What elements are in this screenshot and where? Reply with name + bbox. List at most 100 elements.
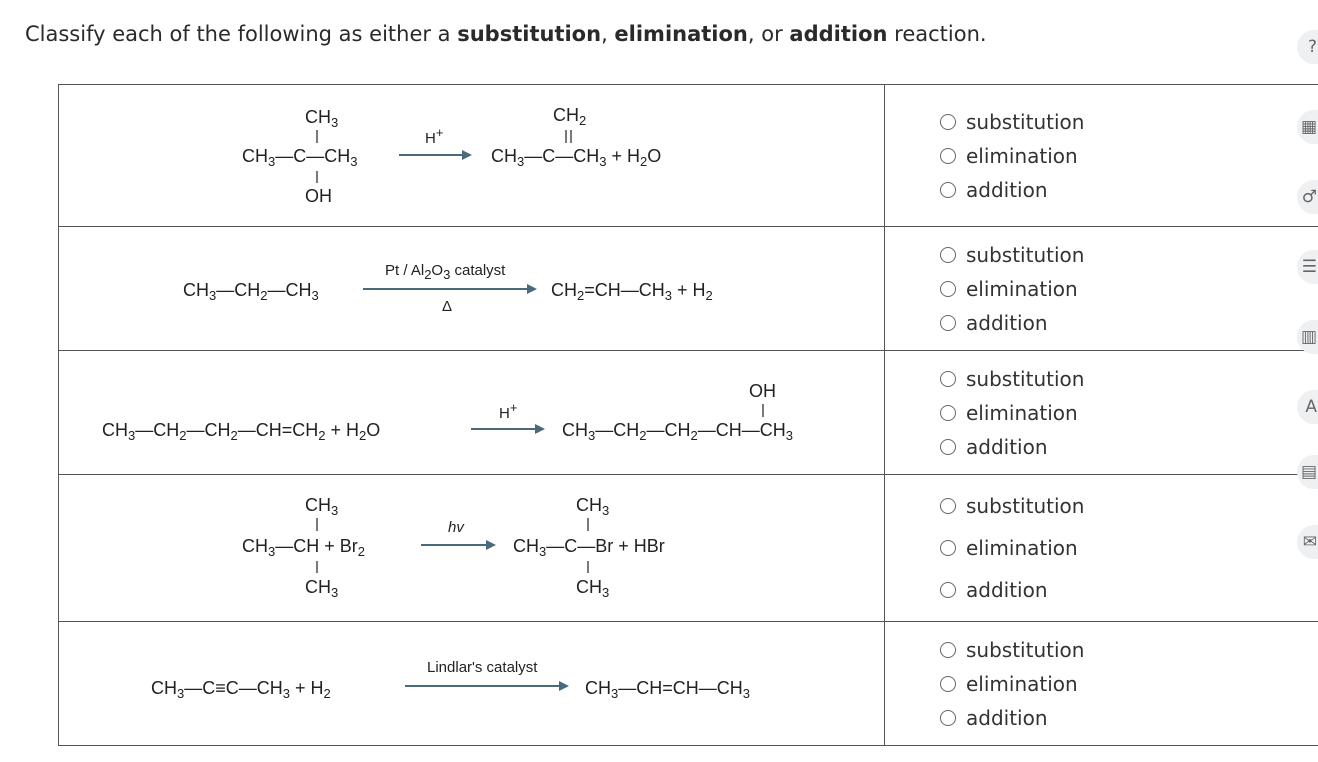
option-label: substitution: [966, 366, 1085, 391]
prompt-text: Classify each of the following as either…: [25, 22, 458, 46]
formula-text: CH3—CH=CH—CH3: [585, 678, 750, 701]
option-label: elimination: [966, 143, 1078, 168]
option-label: addition: [966, 434, 1048, 459]
formula-text: CH3—C—CH3 + H2O: [491, 146, 661, 169]
reaction-table: CH3 CH3—C—CH3 OH H+ CH2 CH3—C—CH3 + H2O …: [58, 84, 1318, 746]
tools-icon[interactable]: ♂: [1297, 180, 1318, 214]
option-substitution[interactable]: substitution: [940, 238, 1318, 272]
radio-button[interactable]: [940, 540, 956, 556]
radio-button[interactable]: [940, 181, 956, 198]
option-label: addition: [966, 177, 1048, 202]
option-label: substitution: [966, 109, 1085, 134]
reaction-cell: CH3—CH2—CH2—CH=CH2 + H2O H+ OH CH3—CH2—C…: [58, 350, 885, 475]
formula-text: CH2=CH—CH3 + H2: [551, 280, 713, 303]
prompt-term-elimination: elimination: [614, 22, 748, 46]
radio-button[interactable]: [940, 438, 956, 455]
radio-button[interactable]: [940, 709, 956, 726]
reaction-cell: CH3—CH2—CH3 Pt / Al2O3 catalyst Δ CH2=CH…: [58, 226, 885, 351]
formula-text: CH3—CH2—CH3: [183, 280, 319, 303]
formula-text: CH2: [553, 105, 586, 128]
condition-label: Pt / Al2O3 catalyst: [385, 262, 506, 282]
condition-label: hv: [448, 519, 465, 536]
formula-text: CH3: [576, 495, 609, 518]
option-substitution[interactable]: substitution: [940, 105, 1318, 139]
option-substitution[interactable]: substitution: [940, 362, 1318, 396]
radio-button[interactable]: [940, 246, 956, 263]
option-elimination[interactable]: elimination: [940, 667, 1318, 701]
option-addition[interactable]: addition: [940, 430, 1318, 464]
option-elimination[interactable]: elimination: [940, 396, 1318, 430]
radio-button[interactable]: [940, 147, 956, 164]
formula-text: OH: [749, 381, 776, 401]
question-prompt: Classify each of the following as either…: [25, 22, 987, 46]
side-toolbar: ? ▦ ♂ ☰ ▥ A ▤ ✉: [1297, 30, 1318, 590]
option-label: substitution: [966, 494, 1085, 518]
prompt-text: reaction.: [887, 22, 987, 46]
option-label: elimination: [966, 276, 1078, 301]
option-label: elimination: [966, 671, 1078, 696]
option-label: addition: [966, 310, 1048, 335]
reaction-row: CH3—CH2—CH3 Pt / Al2O3 catalyst Δ CH2=CH…: [58, 226, 1318, 351]
options-cell: substitution elimination addition: [884, 84, 1318, 227]
option-addition[interactable]: addition: [940, 701, 1318, 735]
condition-label: Lindlar's catalyst: [427, 659, 538, 676]
notes-icon[interactable]: ☰: [1297, 250, 1318, 284]
reaction-cell: CH3 CH3—C—CH3 OH H+ CH2 CH3—C—CH3 + H2O: [58, 84, 885, 227]
option-elimination[interactable]: elimination: [940, 527, 1318, 569]
formula-text: CH3—CH2—CH2—CH=CH2 + H2O: [102, 420, 380, 443]
reaction-row: CH3—C≡C—CH3 + H2 Lindlar's catalyst CH3—…: [58, 621, 1318, 746]
reaction-row: CH3—CH2—CH2—CH=CH2 + H2O H+ OH CH3—CH2—C…: [58, 350, 1318, 475]
calculator-icon[interactable]: ▦: [1297, 110, 1318, 144]
option-elimination[interactable]: elimination: [940, 139, 1318, 173]
radio-button[interactable]: [940, 113, 956, 130]
feedback-icon[interactable]: ✉: [1297, 525, 1318, 559]
prompt-text: ,: [601, 22, 615, 46]
formula-text: CH3—C—Br + HBr: [513, 536, 665, 559]
radio-button[interactable]: [940, 641, 956, 658]
option-addition[interactable]: addition: [940, 306, 1318, 340]
formula-text: CH3—C≡C—CH3 + H2: [151, 678, 331, 701]
reaction-1-diagram: CH3 CH3—C—CH3 OH H+ CH2 CH3—C—CH3 + H2O: [242, 105, 661, 206]
formula-text: CH3—CH + Br2: [242, 536, 365, 559]
radio-button[interactable]: [940, 404, 956, 421]
options-cell: substitution elimination addition: [884, 350, 1318, 475]
option-label: addition: [966, 705, 1048, 730]
reaction-4-diagram: CH3 CH3—CH + Br2 CH3 hv CH3 CH3—C—Br + H…: [242, 495, 665, 600]
reaction-cell: CH3 CH3—CH + Br2 CH3 hv CH3 CH3—C—Br + H…: [58, 474, 885, 622]
option-addition[interactable]: addition: [940, 173, 1318, 207]
condition-label: Δ: [442, 298, 452, 315]
formula-text: CH3: [305, 107, 338, 130]
reaction-5-diagram: CH3—C≡C—CH3 + H2 Lindlar's catalyst CH3—…: [151, 659, 750, 701]
formula-text: CH3: [576, 577, 609, 600]
formula-text: CH3: [305, 495, 338, 518]
prompt-text: , or: [747, 22, 790, 46]
option-elimination[interactable]: elimination: [940, 272, 1318, 306]
radio-button[interactable]: [940, 498, 956, 514]
condition-label: H+: [425, 125, 443, 147]
options-cell: substitution elimination addition: [884, 474, 1318, 622]
chart-icon[interactable]: ▥: [1297, 320, 1318, 354]
option-addition[interactable]: addition: [940, 569, 1318, 611]
radio-button[interactable]: [940, 370, 956, 387]
radio-button[interactable]: [940, 280, 956, 297]
radio-button[interactable]: [940, 314, 956, 331]
option-label: addition: [966, 578, 1048, 602]
radio-button[interactable]: [940, 582, 956, 598]
help-icon[interactable]: ?: [1297, 30, 1318, 64]
prompt-term-substitution: substitution: [457, 22, 602, 46]
option-label: elimination: [966, 536, 1078, 560]
text-icon[interactable]: A: [1297, 390, 1318, 424]
radio-button[interactable]: [940, 675, 956, 692]
formula-text: OH: [305, 186, 332, 206]
reaction-row: CH3 CH3—C—CH3 OH H+ CH2 CH3—C—CH3 + H2O …: [58, 84, 1318, 227]
option-substitution[interactable]: substitution: [940, 633, 1318, 667]
reaction-2-diagram: CH3—CH2—CH3 Pt / Al2O3 catalyst Δ CH2=CH…: [183, 262, 713, 315]
options-cell: substitution elimination addition: [884, 226, 1318, 351]
reaction-cell: CH3—C≡C—CH3 + H2 Lindlar's catalyst CH3—…: [58, 621, 885, 746]
options-cell: substitution elimination addition: [884, 621, 1318, 746]
option-substitution[interactable]: substitution: [940, 485, 1318, 527]
condition-label: H+: [499, 400, 517, 422]
option-label: substitution: [966, 637, 1085, 662]
formula-text: CH3—CH2—CH2—CH—CH3: [562, 420, 793, 443]
periodic-table-icon[interactable]: ▤: [1297, 455, 1318, 489]
